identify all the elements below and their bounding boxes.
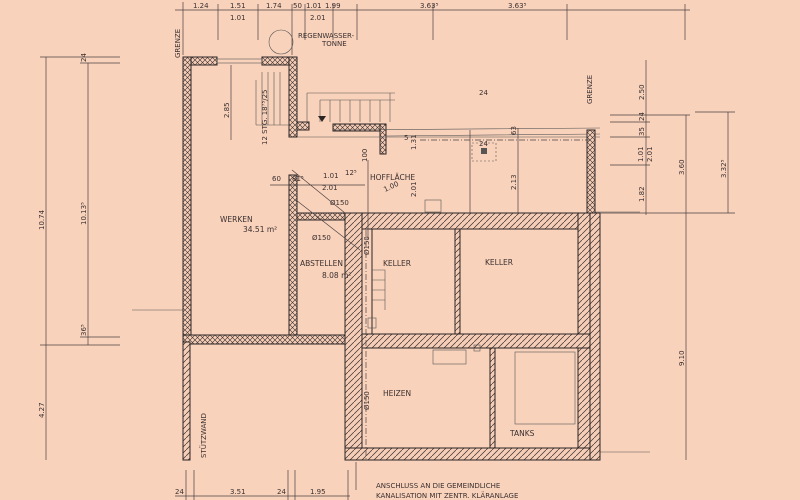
dim-inner: 2.01 xyxy=(322,184,338,192)
inner-dimension-lines xyxy=(230,65,519,251)
room-werken-area: 34.51 m² xyxy=(243,225,277,234)
dim-inner: 60 xyxy=(272,175,281,183)
dim-top: 3.63⁵ xyxy=(508,2,527,10)
room-werken: WERKEN xyxy=(220,215,253,224)
dim-right: 1.01 xyxy=(637,146,645,162)
dim-top-sub: 1.01 xyxy=(230,14,246,22)
stairs-note: 12 STG. 18⁷⁵/25 xyxy=(261,89,269,145)
dim-bottom: 1.95 xyxy=(310,488,326,496)
walls-basement xyxy=(344,129,601,461)
dim-right: 2.50 xyxy=(638,84,646,100)
room-abstellen: ABSTELLEN xyxy=(300,259,343,268)
dim-left: 10.13⁵ xyxy=(80,202,88,225)
dim-bottom: 3.51 xyxy=(230,488,246,496)
label-hofflaeche: HOFFLÄCHE xyxy=(370,173,415,182)
dim-top: 3.63⁵ xyxy=(420,2,439,10)
dim-left: 24 xyxy=(80,53,88,62)
dim-top: 1.24 xyxy=(193,2,209,10)
label-grenze: GRENZE xyxy=(586,75,594,104)
dim-inner: 1.01 xyxy=(323,172,339,180)
right-dimensions: 2.50 24 35 1.01 2.01 1.82 3.60 3.32⁵ 9.1… xyxy=(600,60,735,460)
label-tonne: TONNE xyxy=(321,40,347,48)
dim-inner: 24 xyxy=(479,89,488,97)
dim-inner: 5 xyxy=(404,134,408,142)
dim-inner: Ø150 xyxy=(363,391,371,410)
dim-inner: 1.31 xyxy=(410,134,418,150)
dim-inner: 24 xyxy=(479,140,488,148)
dim-inner: 63 xyxy=(510,126,518,135)
dim-inner: 81⁵ xyxy=(292,175,304,183)
dim-right: 1.82 xyxy=(638,186,646,202)
dim-inner: 12⁵ xyxy=(345,169,357,177)
dim-inner: 2.85 xyxy=(223,102,231,118)
left-dimensions: 10.74 24 10.13⁵ 36⁵ 4.27 xyxy=(38,53,120,460)
room-keller: KELLER xyxy=(485,258,513,267)
dim-inner: Ø150 xyxy=(330,199,349,207)
drain-note: ANSCHLUSS AN DIE GEMEINDLICHE xyxy=(376,482,500,490)
drain-line xyxy=(365,139,590,460)
dim-top: 1.74 xyxy=(266,2,282,10)
dim-left: 10.74 xyxy=(38,209,46,230)
room-abstellen-area: 8.08 m² xyxy=(322,271,351,280)
dim-right: 9.10 xyxy=(678,350,686,366)
room-keller: KELLER xyxy=(383,259,411,268)
dim-right: 3.60 xyxy=(678,159,686,175)
label-regenwasser: REGENWASSER- xyxy=(298,32,355,40)
dim-bottom: 24 xyxy=(277,488,286,496)
dim-right: 3.32⁵ xyxy=(720,159,728,178)
dim-top: 1.51 xyxy=(230,2,246,10)
dim-inner: Ø150 xyxy=(363,236,371,255)
courtyard-stair xyxy=(255,72,601,162)
dim-inner: 1.00 xyxy=(382,180,400,194)
drain-note: KANALISATION MIT ZENTR. KLÄRANLAGE xyxy=(376,491,518,500)
label-stuetzwand: STÜTZWAND xyxy=(199,413,208,458)
room-tanks: TANKS xyxy=(509,429,535,438)
dim-top: 50 xyxy=(293,2,302,10)
dim-right: 2.01 xyxy=(646,146,654,162)
dim-right: 35 xyxy=(638,127,646,136)
dim-left: 4.27 xyxy=(38,402,46,418)
dim-inner: 100 xyxy=(361,149,369,162)
label-grenze: GRENZE xyxy=(174,29,182,58)
top-dimensions: 1.24 1.51 1.74 50 1.01 1.99 3.63⁵ 3.63⁵ … xyxy=(175,2,690,55)
dim-left: 36⁵ xyxy=(80,324,88,336)
room-heizen: HEIZEN xyxy=(383,389,411,398)
dim-inner: Ø150 xyxy=(312,234,331,242)
dim-top-sub: 2.01 xyxy=(310,14,326,22)
dim-inner: 2.13 xyxy=(510,174,518,190)
dim-bottom: 24 xyxy=(175,488,184,496)
dim-top: 1.01 xyxy=(306,2,322,10)
bottom-dimensions: 24 3.51 24 1.95 xyxy=(175,470,350,500)
rain-barrel xyxy=(268,29,294,55)
dim-right: 24 xyxy=(638,112,646,121)
terrain-line xyxy=(132,211,650,453)
dim-top: 1.99 xyxy=(325,2,341,10)
dim-inner: 2.01 xyxy=(410,181,418,197)
